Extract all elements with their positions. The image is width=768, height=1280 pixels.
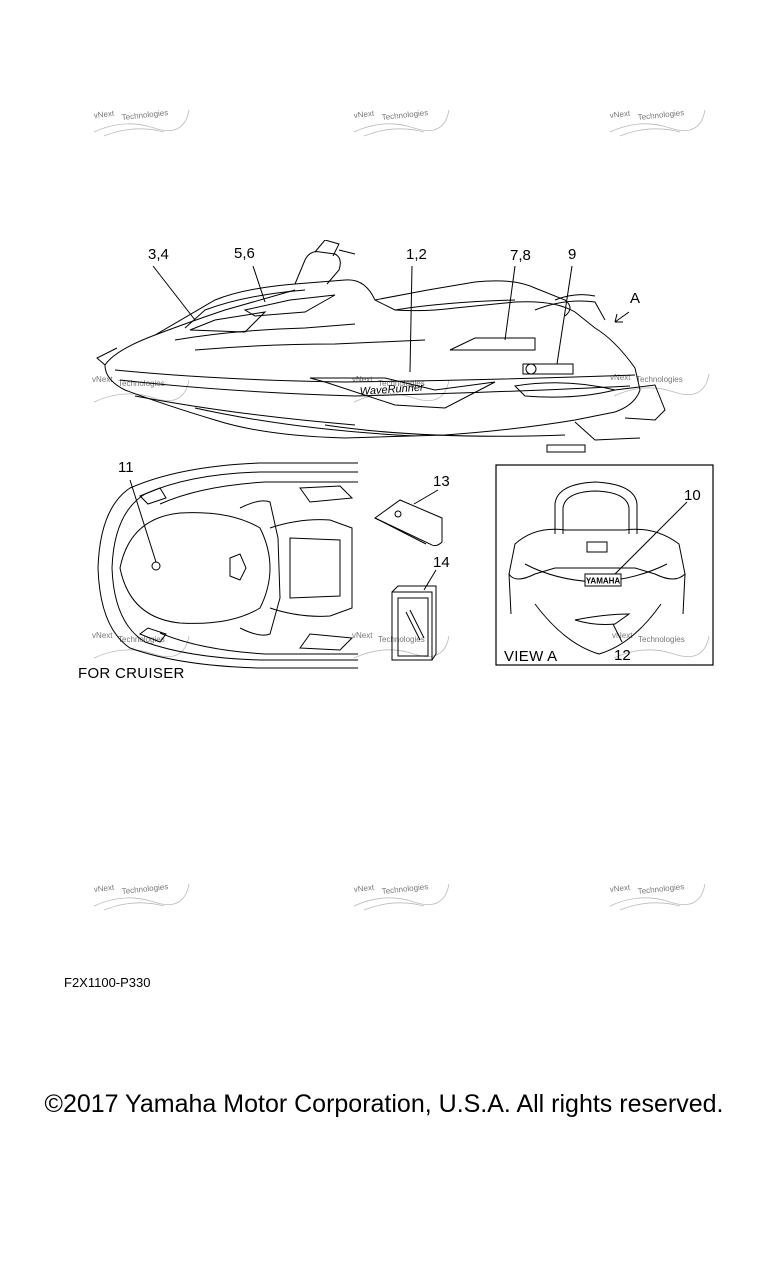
svg-text:Technologies: Technologies bbox=[637, 882, 684, 896]
watermark: vNext Technologies bbox=[84, 368, 194, 412]
svg-text:Technologies: Technologies bbox=[636, 375, 683, 384]
callout-11: 11 bbox=[118, 459, 134, 476]
svg-text:Technologies: Technologies bbox=[381, 108, 428, 122]
svg-text:Technologies: Technologies bbox=[378, 379, 425, 388]
svg-text:Technologies: Technologies bbox=[121, 882, 168, 896]
svg-text:vNext: vNext bbox=[92, 631, 113, 640]
callout-1-2: 1,2 bbox=[406, 246, 427, 263]
svg-text:Technologies: Technologies bbox=[637, 108, 684, 122]
svg-text:vNext: vNext bbox=[352, 631, 373, 640]
callout-10: 10 bbox=[684, 487, 701, 504]
svg-text:vNext: vNext bbox=[93, 109, 115, 120]
callout-3-4: 3,4 bbox=[148, 246, 169, 263]
svg-text:vNext: vNext bbox=[353, 883, 375, 894]
view-a-label: VIEW A bbox=[504, 648, 558, 665]
svg-text:Technologies: Technologies bbox=[121, 108, 168, 122]
callout-14: 14 bbox=[433, 554, 450, 571]
watercraft-side-view: WaveRunner bbox=[96, 240, 666, 453]
svg-text:vNext: vNext bbox=[352, 375, 373, 384]
callout-view-a-arrow: A bbox=[630, 290, 641, 307]
for-cruiser-label: FOR CRUISER bbox=[78, 665, 185, 682]
watermark: vNext Technologies bbox=[84, 98, 194, 142]
svg-text:vNext: vNext bbox=[353, 109, 375, 120]
watermark: vNext Technologies bbox=[84, 872, 194, 916]
watermark: vNext Technologies bbox=[604, 624, 714, 668]
svg-text:vNext: vNext bbox=[612, 631, 633, 640]
watermark: vNext Technologies bbox=[600, 98, 710, 142]
watermark: vNext Technologies bbox=[344, 872, 454, 916]
svg-text:Technologies: Technologies bbox=[638, 635, 685, 644]
watermark: vNext Technologies bbox=[344, 624, 454, 668]
callout-7-8: 7,8 bbox=[510, 247, 531, 264]
watermark: vNext Technologies bbox=[344, 98, 454, 142]
watermark: vNext Technologies bbox=[600, 872, 710, 916]
diagram-code: F2X1100-P330 bbox=[64, 975, 151, 990]
callout-12: 12 bbox=[614, 647, 631, 664]
copyright-notice: ©2017 Yamaha Motor Corporation, U.S.A. A… bbox=[44, 1090, 724, 1118]
svg-text:vNext: vNext bbox=[92, 375, 113, 384]
manual-pouch-items bbox=[374, 489, 443, 661]
svg-text:Technologies: Technologies bbox=[381, 882, 428, 896]
svg-text:vNext: vNext bbox=[609, 883, 631, 894]
callout-5-6: 5,6 bbox=[234, 245, 255, 262]
callout-9: 9 bbox=[568, 246, 577, 263]
callout-13: 13 bbox=[433, 473, 450, 490]
svg-text:YAMAHA: YAMAHA bbox=[586, 577, 621, 586]
svg-text:Technologies: Technologies bbox=[118, 379, 165, 388]
watercraft-top-view bbox=[97, 462, 358, 669]
svg-text:vNext: vNext bbox=[609, 109, 631, 120]
svg-text:vNext: vNext bbox=[610, 373, 631, 382]
svg-text:vNext: vNext bbox=[93, 883, 115, 894]
svg-text:WaveRunner: WaveRunner bbox=[359, 381, 425, 398]
view-a-panel: YAMAHA bbox=[495, 464, 714, 666]
watermark: vNext Technologies bbox=[604, 362, 714, 406]
svg-text:Technologies: Technologies bbox=[378, 635, 425, 644]
